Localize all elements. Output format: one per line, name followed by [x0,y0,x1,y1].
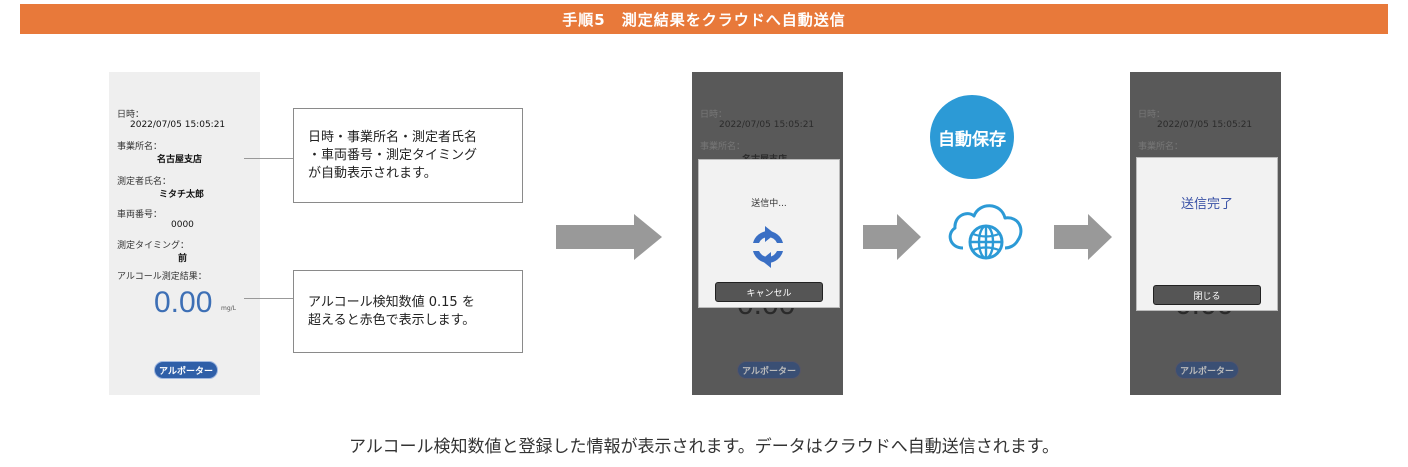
datetime-label: 日時： [1138,110,1166,120]
timing-value: 前 [178,254,188,264]
sending-dialog: 送信中... キャンセル [698,159,840,308]
alcohol-callout: アルコール検知数値 0.15 を 超えると赤色で表示します。 [293,270,523,353]
person-value: ミタチ太郎 [159,190,205,200]
complete-dialog: 送信完了 閉じる [1136,157,1278,311]
right-arrow-icon [556,214,662,260]
datetime-label: 日時： [700,110,728,120]
auto-save-badge: 自動保存 [930,95,1014,179]
datetime-value: 2022/07/05 15:05:21 [130,120,226,130]
info-callout: 日時・事業所名・測定者氏名 ・車両番号・測定タイミング が自動表示されます。 [293,108,523,203]
timing-label: 測定タイミング： [117,241,190,251]
office-value: 名古屋支店 [157,155,203,165]
office-label: 事業所名： [1138,142,1184,152]
app-logo: アルポーター [154,361,218,379]
step-banner: 手順5 測定結果をクラウドへ自動送信 [20,4,1388,34]
app-logo: アルポーター [737,361,801,379]
cancel-button[interactable]: キャンセル [715,282,823,302]
complete-screen: 日時： 2022/07/05 15:05:21 事業所名： 0.00 アルポータ… [1130,72,1281,395]
datetime-value: 2022/07/05 15:05:21 [719,120,815,130]
right-arrow-icon [863,214,921,260]
office-label: 事業所名： [117,142,163,152]
measurement-screen: 日時： 2022/07/05 15:05:21 事業所名： 名古屋支店 測定者氏… [109,72,260,395]
app-logo: アルポーター [1175,361,1239,379]
result-unit: mg/L [221,305,237,312]
office-label: 事業所名： [700,142,746,152]
sending-screen: 日時： 2022/07/05 15:05:21 事業所名： 名古屋支店 0.00… [692,72,843,395]
datetime-value: 2022/07/05 15:05:21 [1157,120,1253,130]
sync-icon [753,226,783,268]
right-arrow-icon [1054,214,1112,260]
person-label: 測定者氏名： [117,177,172,187]
result-label: アルコール測定結果： [117,272,207,282]
datetime-label: 日時： [117,110,145,120]
sending-text: 送信中... [751,199,787,209]
caption: アルコール検知数値と登録した情報が表示されます。データはクラウドへ自動送信されま… [348,437,1060,457]
alcohol-connector [244,298,293,299]
info-connector [244,158,293,159]
complete-text: 送信完了 [1180,197,1233,212]
cloud-globe-icon [948,204,1023,260]
vehicle-label: 車両番号： [117,210,163,220]
vehicle-value: 0000 [171,220,194,230]
result-value: 0.00 [154,286,213,319]
close-button[interactable]: 閉じる [1153,285,1261,305]
